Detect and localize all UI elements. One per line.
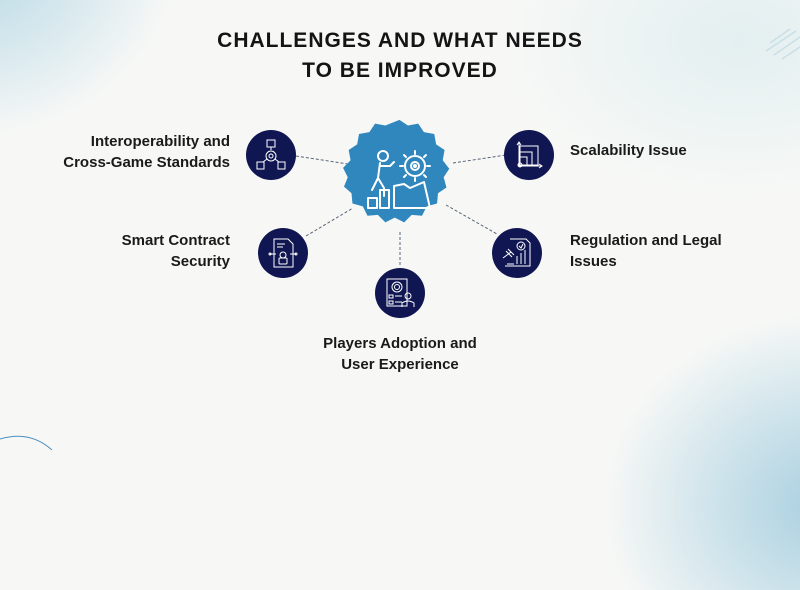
node-players-adoption — [375, 268, 425, 318]
label-scalability: Scalability Issue — [570, 140, 770, 161]
page-title: CHALLENGES AND WHAT NEEDS TO BE IMPROVED — [0, 26, 800, 86]
decorative-diagonal-lines — [765, 28, 800, 60]
label-line-1: Smart Contract — [121, 232, 230, 249]
label-line-2: Issues — [570, 253, 617, 270]
label-smart-contract: Smart Contract Security — [60, 230, 230, 272]
label-line-1: Scalability Issue — [570, 142, 687, 159]
node-regulation — [492, 228, 542, 278]
label-regulation: Regulation and Legal Issues — [570, 230, 780, 272]
person-climbing-steps-gear-icon — [343, 119, 450, 223]
label-interoperability: Interoperability and Cross-Game Standard… — [20, 131, 230, 173]
title-line-1: CHALLENGES AND WHAT NEEDS — [217, 29, 583, 52]
node-scalability — [504, 130, 554, 180]
user-checklist-icon — [386, 278, 415, 307]
connector-lines — [295, 154, 507, 266]
label-line-2: Security — [170, 253, 230, 270]
background-gradient-top-left — [0, 0, 180, 140]
decorative-arc — [0, 435, 53, 450]
node-interoperability — [246, 130, 296, 180]
node-smart-contract — [258, 228, 308, 278]
label-line-2: Cross-Game Standards — [63, 154, 230, 171]
label-line-1: Players Adoption and — [323, 335, 477, 352]
title-line-2: TO BE IMPROVED — [302, 59, 498, 82]
label-line-1: Regulation and Legal — [570, 232, 722, 249]
label-line-1: Interoperability and — [90, 133, 230, 150]
scaling-squares-icon — [516, 141, 543, 169]
label-line-2: User Experience — [341, 356, 459, 373]
gavel-chart-document-icon — [502, 238, 531, 267]
central-hub — [340, 118, 458, 234]
network-gear-icon — [256, 139, 286, 170]
label-players-adoption: Players Adoption and User Experience — [290, 333, 510, 375]
contract-document-lock-icon — [268, 238, 298, 268]
